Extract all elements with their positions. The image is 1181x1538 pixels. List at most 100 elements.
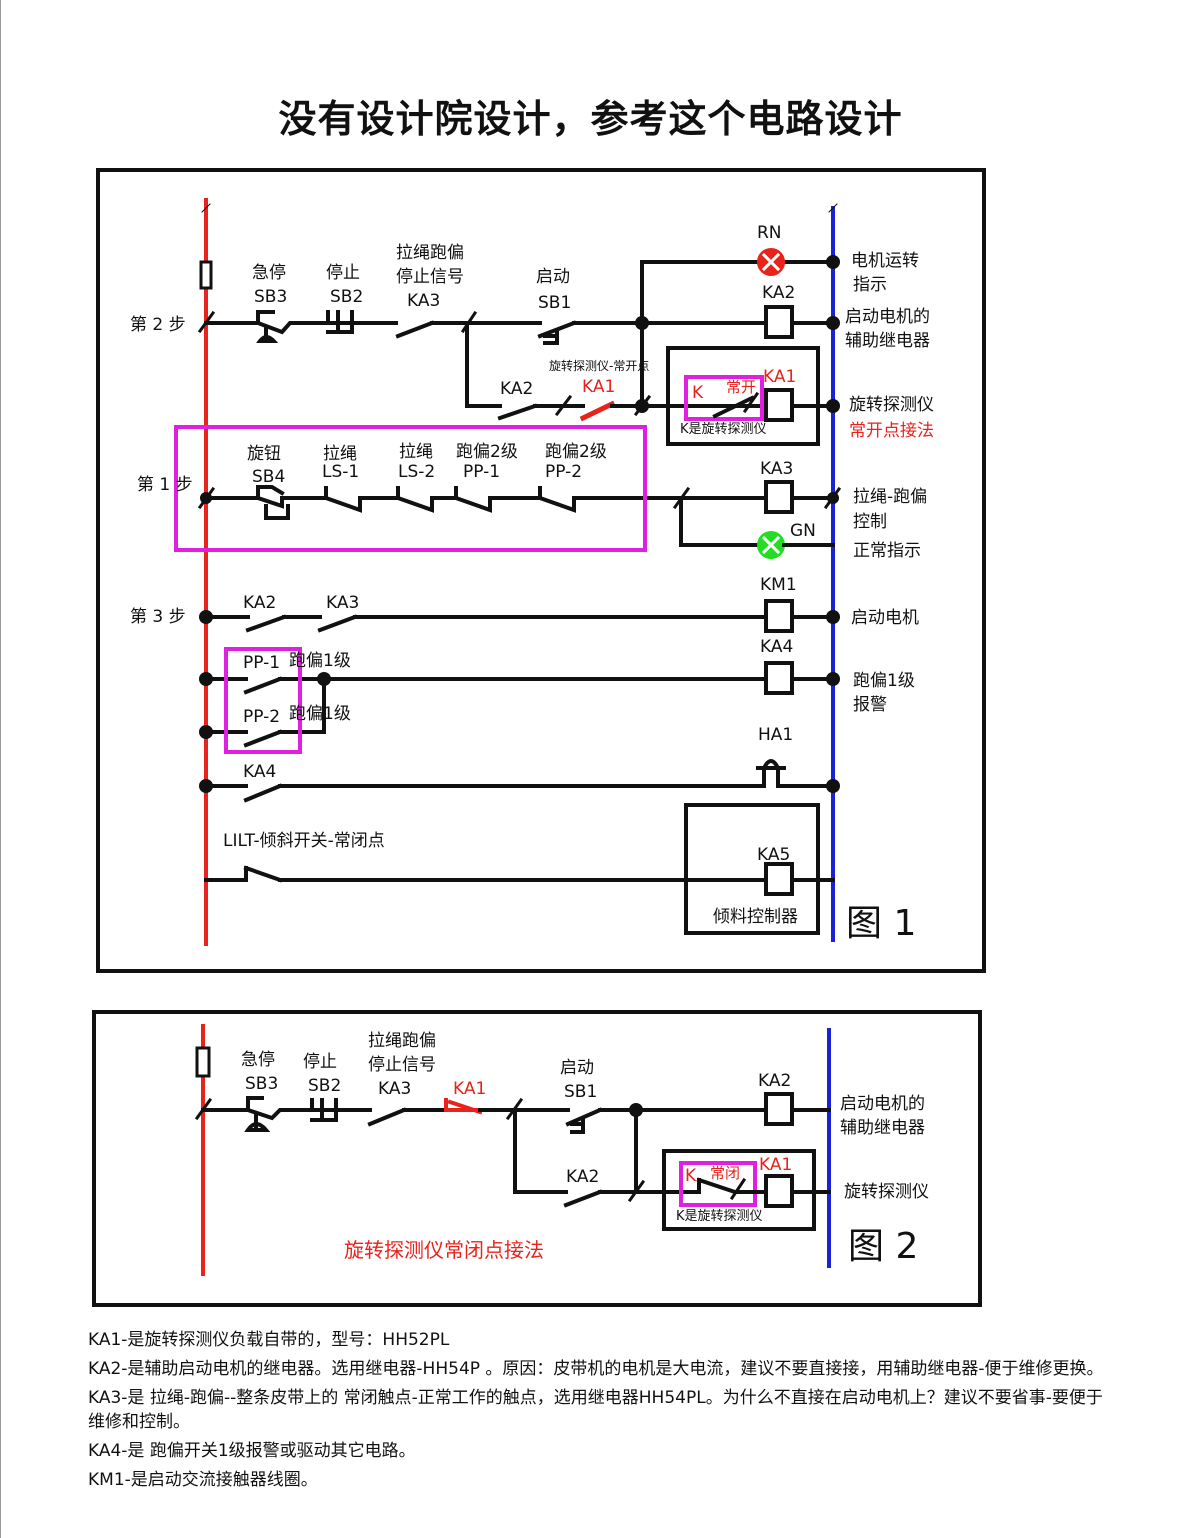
ka3-top-label-2: 停止信号: [396, 267, 464, 287]
deviation-desc-2: 报警: [853, 695, 887, 715]
ls2-label: LS-2: [398, 462, 435, 482]
ka1-coil-label: KA1: [763, 367, 796, 387]
sb2-top-label: 停止: [326, 263, 360, 283]
notes: KA1-是旋转探测仪负载自带的，型号：HH52PL KA2-是辅助启动电机的继电…: [88, 1328, 1118, 1497]
ha1-label: HA1: [758, 725, 793, 745]
ka2-coil: [764, 305, 794, 339]
pp1-top-label: 跑偏2级: [456, 442, 518, 462]
ka5-label: KA5: [757, 845, 790, 865]
fig2-normally-closed-label: 常闭: [710, 1164, 740, 1182]
step3-label: 第 3 步: [130, 607, 186, 627]
normal-indicator-desc: 正常指示: [853, 541, 921, 561]
fig2-detector-highlight: [679, 1161, 757, 1207]
detector-desc-2: 常开点接法: [849, 421, 934, 441]
fig2-detector-box-label: K是旋转探测仪: [676, 1209, 763, 1224]
ls1-top-label: 拉绳: [323, 444, 357, 464]
fig2-ka1-contact-label: KA1: [453, 1079, 486, 1099]
detector-box-label: K是旋转探测仪: [680, 422, 767, 437]
rn-desc-1: 电机运转: [851, 251, 919, 271]
fig2-sb1-top-label: 启动: [560, 1058, 594, 1078]
fig2-sb3-top-label: 急停: [241, 1050, 275, 1070]
detector-box: [666, 346, 820, 446]
fig1-caption: 图 1: [846, 903, 916, 944]
fig2-sb2-label: SB2: [308, 1076, 341, 1096]
note-ka4: KA4-是 跑偏开关1级报警或驱动其它电路。: [88, 1441, 416, 1461]
sb3-label: SB3: [254, 287, 287, 307]
km1-coil-label: KM1: [760, 575, 797, 595]
normally-open-label: 常开: [726, 378, 756, 396]
detector-note: 旋转探测仪-常开点: [549, 358, 649, 373]
sb4-top-label: 旋钮: [247, 444, 281, 464]
page-title: 没有设计院设计，参考这个电路设计: [278, 97, 903, 141]
fig1-row-detector: [465, 321, 840, 446]
sb1-top-label: 启动: [536, 267, 570, 287]
ka1-contact-label: KA1: [582, 377, 615, 397]
ka4-contact-label: KA4: [243, 762, 276, 782]
rn-desc-2: 指示: [853, 275, 887, 295]
fig2-ka2-desc-2: 辅助继电器: [840, 1118, 925, 1138]
fig2-caption: 图 2: [848, 1226, 918, 1267]
fig2-sb1-label: SB1: [564, 1082, 597, 1102]
pp2-label: PP-2: [545, 462, 582, 482]
fig1-row-km1: [199, 599, 840, 633]
fig2-detector-desc: 旋转探测仪: [844, 1182, 929, 1202]
fig2-row-start-relay: [194, 1092, 831, 1134]
ka3-label: KA3: [407, 291, 440, 311]
sb4-label: SB4: [252, 467, 285, 487]
fig1-row-lilt: [204, 803, 835, 935]
fig2-ka3-top-label-2: 停止信号: [368, 1055, 436, 1075]
fig1-row-ha1: [199, 759, 840, 803]
km1-desc: 启动电机: [851, 608, 919, 628]
fig2-ka2-coil-label: KA2: [758, 1071, 791, 1091]
sb3-top-label: 急停: [252, 263, 286, 283]
ls2-top-label: 拉绳: [399, 442, 433, 462]
fig1-frame: [96, 168, 986, 973]
step1-highlight: [174, 425, 647, 552]
fig1-row-pullrope: [174, 425, 842, 559]
km1-ka2-label: KA2: [243, 593, 276, 613]
pullrope-desc-1: 拉绳-跑偏: [853, 487, 927, 507]
k-label: K: [692, 383, 704, 403]
note-ka2: KA2-是辅助启动电机的继电器。选用继电器-HH54P 。原因：皮带机的电机是大…: [88, 1359, 1104, 1379]
step1-label: 第 1 步: [137, 475, 193, 495]
fig2-sb3-label: SB3: [245, 1074, 278, 1094]
km1-ka3-label: KA3: [326, 593, 359, 613]
tilt-controller-label: 倾料控制器: [713, 907, 798, 927]
note-ka1: KA1-是旋转探测仪负载自带的，型号：HH52PL: [88, 1330, 450, 1350]
ka4-coil-label: KA4: [760, 637, 793, 657]
rn-label: RN: [757, 223, 782, 243]
pp1-contact-label: PP-1: [243, 653, 280, 673]
note-ka3: KA3-是 拉绳-跑偏--整条皮带上的 常闭触点-正常工作的触点，选用继电器HH…: [88, 1388, 1103, 1432]
pullrope-desc-2: 控制: [853, 512, 887, 532]
fig2-method-label: 旋转探测仪常闭点接法: [344, 1238, 544, 1262]
ka3-top-label-1: 拉绳跑偏: [396, 243, 464, 263]
deviation-desc-1: 跑偏1级: [853, 671, 915, 691]
pp2-note: 跑偏1级: [289, 704, 351, 724]
fig2-ka3-label: KA3: [378, 1079, 411, 1099]
lilt-label: LILT-倾斜开关-常闭点: [223, 831, 385, 851]
detector-desc-1: 旋转探测仪: [849, 395, 934, 415]
ha1-horn-icon: [756, 759, 835, 788]
sb1-label: SB1: [538, 293, 571, 313]
fig1-rn-branch: [640, 248, 840, 325]
note-km1: KM1-是启动交流接触器线圈。: [88, 1470, 318, 1490]
pp2-top-label: 跑偏2级: [545, 442, 607, 462]
gn-label: GN: [790, 521, 816, 541]
fig2-row-detector: [513, 1108, 831, 1231]
step2-label: 第 2 步: [130, 315, 186, 335]
pp1-note: 跑偏1级: [289, 651, 351, 671]
pp-highlight: [224, 647, 302, 754]
sb2-label: SB2: [330, 287, 363, 307]
fig2-ka2-contact-label: KA2: [566, 1167, 599, 1187]
fig2-sb2-top-label: 停止: [303, 1052, 337, 1072]
fig2-k-label: K: [685, 1166, 697, 1186]
fig1-row-start-relay: [197, 305, 840, 345]
pp1-label: PP-1: [463, 462, 500, 482]
fig1-row-ka4: [199, 647, 840, 754]
ka2-coil-label: KA2: [762, 283, 795, 303]
ls1-label: LS-1: [322, 462, 359, 482]
fig2-frame: [92, 1010, 982, 1307]
ka2-desc-2: 辅助继电器: [845, 331, 930, 351]
pp2-contact-label: PP-2: [243, 707, 280, 727]
